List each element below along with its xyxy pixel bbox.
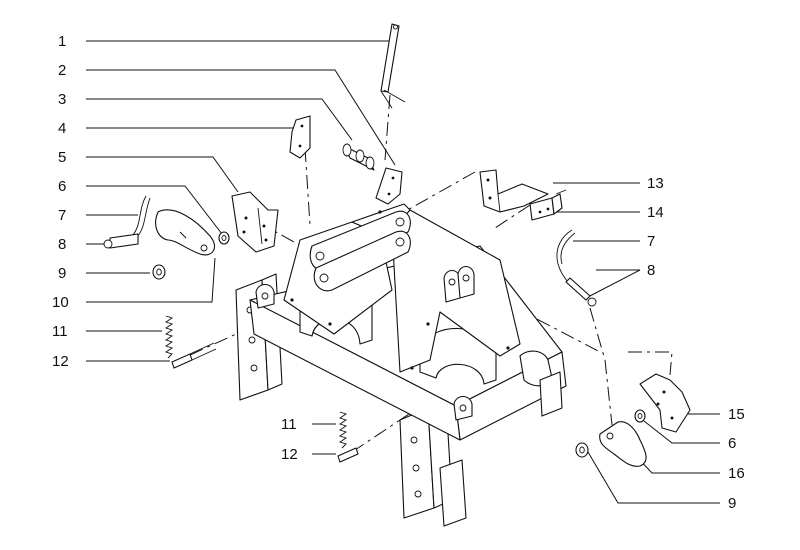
part-cam bbox=[155, 209, 215, 256]
part-turnbuckle-right bbox=[565, 277, 597, 307]
svg-text:7: 7 bbox=[647, 233, 655, 250]
part-right-cam bbox=[599, 421, 647, 467]
svg-text:4: 4 bbox=[58, 120, 66, 137]
callout-11-left: 11 bbox=[52, 323, 162, 340]
callout-13: 13 bbox=[553, 175, 664, 192]
svg-text:12: 12 bbox=[52, 353, 69, 370]
svg-text:9: 9 bbox=[728, 495, 736, 512]
callout-7-left: 7 bbox=[58, 207, 138, 224]
svg-text:9: 9 bbox=[58, 265, 66, 282]
callout-5: 5 bbox=[58, 149, 239, 193]
part-bolt-middle bbox=[337, 447, 359, 463]
part-switch bbox=[529, 189, 567, 221]
callout-12-middle: 12 bbox=[281, 446, 336, 463]
callout-9-left: 9 bbox=[58, 265, 150, 282]
svg-text:2: 2 bbox=[58, 62, 66, 79]
part-washer-9-left bbox=[152, 264, 166, 280]
callout-8-left: 8 bbox=[58, 236, 104, 253]
callout-12-left: 12 bbox=[52, 353, 170, 370]
svg-text:16: 16 bbox=[728, 465, 745, 482]
part-spring-left bbox=[164, 315, 174, 359]
svg-text:12: 12 bbox=[281, 446, 298, 463]
part-bolt-left bbox=[171, 342, 217, 369]
svg-text:13: 13 bbox=[647, 175, 664, 192]
svg-text:3: 3 bbox=[58, 91, 66, 108]
svg-text:14: 14 bbox=[647, 204, 664, 221]
part-side-bracket bbox=[231, 191, 279, 253]
callout-3: 3 bbox=[58, 91, 353, 141]
part-washer-left bbox=[218, 231, 230, 245]
callout-8-right: 8 bbox=[585, 262, 655, 299]
callout-16: 16 bbox=[631, 451, 745, 482]
part-right-bracket bbox=[639, 373, 691, 433]
part-spring-middle bbox=[338, 411, 348, 449]
svg-text:7: 7 bbox=[58, 207, 66, 224]
svg-text:11: 11 bbox=[281, 416, 297, 433]
callout-7-right: 7 bbox=[573, 233, 655, 250]
part-bushing bbox=[342, 143, 375, 171]
svg-text:11: 11 bbox=[52, 323, 68, 340]
callout-11-middle: 11 bbox=[281, 416, 336, 433]
callout-15: 15 bbox=[686, 406, 745, 423]
callout-6-left: 6 bbox=[58, 178, 223, 235]
svg-text:6: 6 bbox=[728, 435, 736, 452]
main-frame bbox=[235, 203, 567, 527]
svg-text:15: 15 bbox=[728, 406, 745, 423]
callout-1: 1 bbox=[58, 33, 390, 50]
svg-text:8: 8 bbox=[647, 262, 655, 279]
callout-9-right: 9 bbox=[587, 451, 736, 512]
callout-14: 14 bbox=[556, 204, 664, 221]
callout-10: 10 bbox=[52, 257, 216, 311]
part-lever bbox=[380, 23, 406, 109]
part-turnbuckle-left bbox=[103, 233, 139, 249]
callout-4: 4 bbox=[58, 120, 298, 137]
part-washer-right bbox=[634, 409, 646, 423]
svg-text:1: 1 bbox=[58, 33, 66, 50]
part-bracket bbox=[289, 115, 311, 159]
part-washer-9-right bbox=[575, 442, 589, 458]
svg-text:8: 8 bbox=[58, 236, 66, 253]
part-switch-bracket bbox=[479, 169, 549, 213]
callout-6-right: 6 bbox=[643, 420, 736, 452]
svg-text:6: 6 bbox=[58, 178, 66, 195]
part-plate bbox=[375, 167, 403, 205]
svg-text:10: 10 bbox=[52, 294, 69, 311]
callout-2: 2 bbox=[58, 62, 396, 166]
svg-text:5: 5 bbox=[58, 149, 66, 166]
